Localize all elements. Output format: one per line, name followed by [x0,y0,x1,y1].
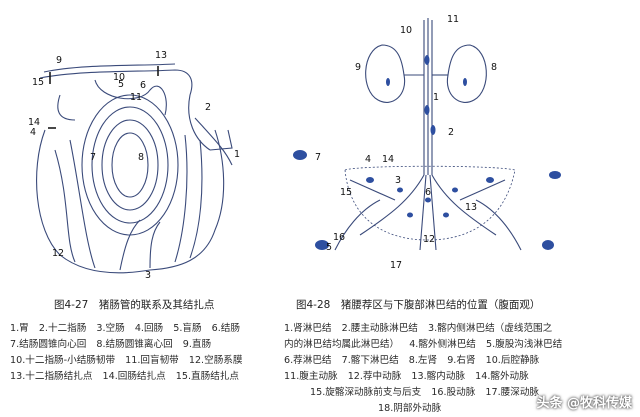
r-callout-11: 11 [447,14,459,25]
right-legend-row-5: 15.旋髂深动脉前支与后支 16.股动脉 17.腰深动脉 [310,384,546,398]
legend-item: 8.结肠圆锥离心回 [96,339,173,350]
callout-9: 9 [56,55,62,66]
legend-item: 7.结肠圆锥向心回 [10,339,87,350]
legend-item: 15.直肠结扎点 [175,371,240,382]
legend-item: 14.回肠结扎点 [102,371,166,382]
callout-5: 5 [118,79,124,90]
r-callout-13: 13 [465,202,477,213]
r-callout-6: 6 [425,187,431,198]
legend-item: 12.荐中动脉 [347,371,402,382]
legend-item: 14.髂外动脉 [475,371,529,382]
r-callout-16: 16 [333,232,345,243]
r-callout-1: 1 [433,92,439,103]
callout-8: 8 [138,152,144,163]
callout-3: 3 [145,270,151,281]
legend-item: 12.空肠系膜 [188,355,243,366]
legend-item: 2.腰主动脉淋巴结 [341,323,418,334]
legend-item: 6.荐淋巴结 [284,355,332,366]
r-callout-9: 9 [355,62,361,73]
left-legend-row-2: 7.结肠圆锥向心回 8.结肠圆锥离心回 9.直肠 [10,336,218,350]
legend-item: 10.十二指肠-小结肠韧带 [10,355,116,366]
legend-item: 10.后腔静脉 [485,355,540,366]
callout-12: 12 [52,248,64,259]
right-figure-caption: 图4-28 猪腰荐区与下腹部淋巴结的位置（腹面观） [296,299,541,311]
r-callout-3: 3 [395,175,401,186]
legend-item: 16.股动脉 [431,387,476,398]
r-callout-4: 4 [365,154,371,165]
legend-item: 4.回肠 [134,323,164,334]
legend-item: 5.盲肠 [173,323,202,334]
legend-item: 17.腰深动脉 [485,387,540,398]
r-callout-17: 17 [390,260,402,271]
legend-item: 8.左肾 [408,355,438,366]
callout-7: 7 [90,152,96,163]
legend-item: 1.肾淋巴结 [284,323,332,334]
legend-item: 2.十二指肠 [38,323,87,334]
callout-14: 14 [28,117,40,128]
r-callout-10: 10 [400,25,412,36]
left-legend-row-1: 1.胃 2.十二指肠 3.空肠 4.回肠 5.盲肠 6.结肠 [10,320,247,334]
callout-4: 4 [30,127,36,138]
legend-item: 4.髂外侧淋巴结 [409,339,476,350]
legend-item: 9.右肾 [447,355,476,366]
r-callout-12: 12 [423,234,435,245]
callout-1: 1 [234,149,240,160]
r-callout-2: 2 [448,127,454,138]
right-legend-row-2: 内的淋巴结均属此淋巴结） 4.髂外侧淋巴结 5.腹股沟浅淋巴结 [284,336,569,350]
callout-11: 11 [130,92,142,103]
right-legend-row-6: 18.阴部外动脉 [378,400,448,414]
callout-15: 15 [32,77,44,88]
callout-13: 13 [155,50,167,61]
right-legend-row-3: 6.荐淋巴结 7.髂下淋巴结 8.左肾 9.右肾 10.后腔静脉 [284,352,546,366]
legend-item: 11.腹主动脉 [284,371,338,382]
legend-item: 11.回盲韧带 [125,355,179,366]
r-callout-8: 8 [491,62,497,73]
watermark-text: 头条 @牧科传媒 [536,396,632,411]
legend-item: 3.空肠 [96,323,125,334]
legend-item: 13.髂内动脉 [411,371,466,382]
legend-item: 内的淋巴结均属此淋巴结） [284,339,400,350]
legend-item: 5.腹股沟浅淋巴结 [485,339,563,350]
left-legend-row-3: 10.十二指肠-小结肠韧带 11.回盲韧带 12.空肠系膜 [10,352,249,366]
callout-6: 6 [140,80,146,91]
callout-2: 2 [205,102,211,113]
right-legend-row-1: 1.肾淋巴结 2.腰主动脉淋巴结 3.髂内侧淋巴结（虚线范围之 [284,320,559,334]
r-callout-14: 14 [382,154,394,165]
callout-10: 10 [113,72,125,83]
legend-item: 6.结肠 [211,323,240,334]
legend-item: 15.旋髂深动脉前支与后支 [310,387,422,398]
left-figure-caption: 图4-27 猪肠管的联系及其结扎点 [54,299,215,311]
legend-item: 7.髂下淋巴结 [341,355,399,366]
legend-item: 13.十二指肠结扎点 [10,371,93,382]
r-callout-5: 5 [326,242,332,253]
legend-item: 9.直肠 [182,339,212,350]
legend-item: 18.阴部外动脉 [378,403,442,414]
r-callout-7: 7 [315,152,321,163]
left-legend-row-4: 13.十二指肠结扎点 14.回肠结扎点 15.直肠结扎点 [10,368,246,382]
r-callout-15: 15 [340,187,352,198]
legend-item: 1.胃 [10,323,29,334]
right-legend-row-4: 11.腹主动脉 12.荐中动脉 13.髂内动脉 14.髂外动脉 [284,368,536,382]
legend-item: 3.髂内侧淋巴结（虚线范围之 [427,323,553,334]
